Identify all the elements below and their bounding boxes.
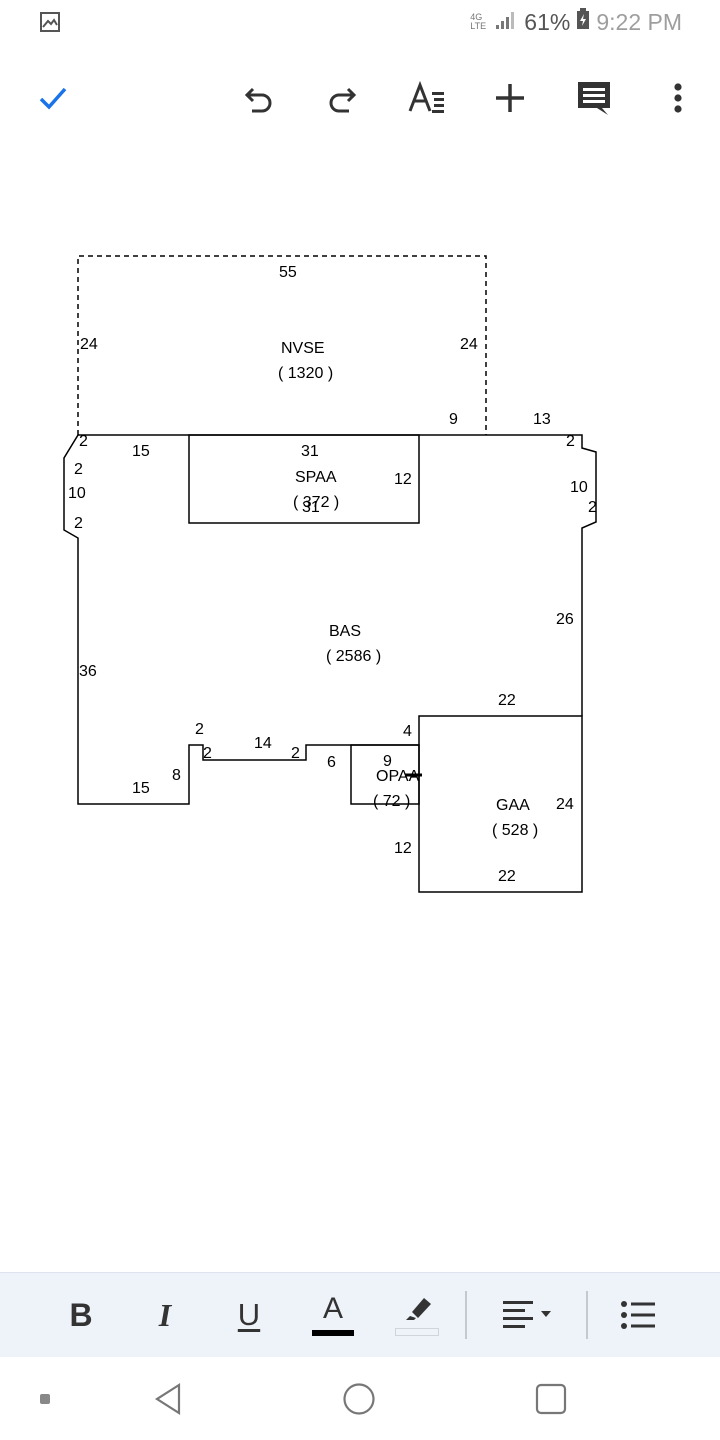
text-color-button[interactable]: A bbox=[305, 1287, 361, 1343]
dimension-label: 2 bbox=[195, 721, 204, 738]
dimension-label: 6 bbox=[327, 754, 336, 771]
bulleted-list-button[interactable] bbox=[610, 1287, 666, 1343]
more-vert-icon bbox=[674, 83, 682, 113]
network-label: 4G LTE bbox=[470, 12, 487, 31]
dimension-label: 26 bbox=[556, 611, 574, 628]
back-button[interactable] bbox=[146, 1377, 190, 1421]
overview-button[interactable] bbox=[529, 1377, 573, 1421]
recents-dot-button[interactable] bbox=[23, 1377, 67, 1421]
home-icon bbox=[343, 1383, 375, 1415]
checkmark-icon bbox=[39, 87, 67, 110]
dimension-label: 13 bbox=[533, 411, 551, 428]
alignment-button[interactable] bbox=[496, 1287, 562, 1343]
status-right: 4G LTE 61% 9:22 PM bbox=[470, 6, 682, 38]
comment-icon bbox=[578, 82, 610, 115]
area-code-bas: BAS bbox=[329, 623, 361, 640]
dimension-label: 12 bbox=[394, 840, 412, 857]
dimension-label: 8 bbox=[172, 767, 181, 784]
bold-label: B bbox=[69, 1296, 93, 1333]
signal-icon bbox=[494, 9, 518, 36]
highlight-swatch bbox=[395, 1328, 439, 1336]
dimension-label: 2 bbox=[588, 499, 597, 516]
system-nav-bar bbox=[0, 1357, 720, 1440]
image-icon bbox=[38, 10, 62, 34]
dimension-label: 2 bbox=[566, 433, 575, 450]
dimension-label: 2 bbox=[203, 745, 212, 762]
text-format-button[interactable] bbox=[403, 74, 451, 122]
dimension-label: 2 bbox=[74, 515, 83, 532]
italic-button[interactable]: I bbox=[137, 1287, 193, 1343]
redo-button[interactable] bbox=[318, 74, 366, 122]
dimension-label: 22 bbox=[498, 868, 516, 885]
insert-button[interactable] bbox=[486, 74, 534, 122]
dimension-label: 10 bbox=[570, 479, 588, 496]
home-button[interactable] bbox=[337, 1377, 381, 1421]
recents-dot-icon bbox=[40, 1394, 50, 1404]
dimension-label: 10 bbox=[68, 485, 86, 502]
dimension-label: 9 bbox=[383, 753, 392, 770]
dimension-label: 22 bbox=[498, 692, 516, 709]
nvse-outline bbox=[77, 255, 487, 435]
bas-outline bbox=[78, 434, 597, 716]
back-icon bbox=[154, 1382, 181, 1416]
align-icon bbox=[503, 1301, 551, 1328]
area-value-nvse: ( 1320 ) bbox=[278, 365, 333, 382]
dimension-label: 31 bbox=[301, 443, 319, 460]
dimension-label: 36 bbox=[79, 663, 97, 680]
building-sketch-image[interactable]: NVSE ( 1320 ) SPAA ( 372 ) BAS ( 2586 ) … bbox=[0, 150, 720, 1270]
battery-percent: 61% bbox=[524, 8, 571, 35]
underline-button[interactable]: U bbox=[221, 1287, 277, 1343]
text-color-label: A bbox=[322, 1292, 343, 1325]
dimension-label: 24 bbox=[556, 796, 574, 813]
italic-label: I bbox=[158, 1296, 172, 1333]
dimension-label: 14 bbox=[254, 735, 272, 752]
dimension-label: 24 bbox=[80, 336, 98, 353]
bas-outline-left bbox=[63, 434, 419, 805]
status-bar: 4G LTE 61% 9:22 PM bbox=[0, 0, 720, 44]
area-value-bas: ( 2586 ) bbox=[326, 648, 381, 665]
highlight-icon bbox=[406, 1298, 431, 1320]
redo-icon bbox=[329, 87, 357, 113]
area-code-gaa: GAA bbox=[496, 797, 530, 814]
clock: 9:22 PM bbox=[596, 8, 682, 35]
dimension-label: 4 bbox=[403, 723, 412, 740]
overview-icon bbox=[535, 1383, 567, 1415]
dimension-label: 2 bbox=[74, 461, 83, 478]
undo-icon bbox=[244, 87, 272, 113]
more-options-button[interactable] bbox=[654, 74, 702, 122]
bold-button[interactable]: B bbox=[53, 1287, 109, 1343]
dimension-label: 15 bbox=[132, 443, 150, 460]
done-button[interactable] bbox=[29, 74, 77, 122]
text-color-swatch bbox=[312, 1330, 354, 1336]
dimension-label: 55 bbox=[279, 264, 297, 281]
area-value-opaa: ( 72 ) bbox=[373, 793, 410, 810]
dimension-label: 2 bbox=[79, 433, 88, 450]
area-value-spaa: ( 372 ) bbox=[293, 494, 339, 511]
bulleted-list-icon bbox=[621, 1301, 655, 1329]
dimension-label: 12 bbox=[394, 471, 412, 488]
editor-toolbar bbox=[0, 56, 720, 140]
spaa-outline bbox=[188, 434, 420, 524]
area-value-gaa: ( 528 ) bbox=[492, 822, 538, 839]
dimension-label: 31 bbox=[302, 499, 320, 516]
text-format-icon bbox=[408, 80, 444, 113]
highlight-button[interactable] bbox=[389, 1287, 445, 1343]
toolbar-divider bbox=[586, 1291, 588, 1339]
toolbar-divider bbox=[465, 1291, 467, 1339]
area-code-nvse: NVSE bbox=[281, 340, 325, 357]
add-icon bbox=[496, 84, 524, 112]
dimension-label: 9 bbox=[449, 411, 458, 428]
underline-label: U bbox=[237, 1297, 261, 1332]
area-code-spaa: SPAA bbox=[295, 469, 337, 486]
area-code-opaa: OPAA bbox=[376, 768, 420, 785]
battery-icon bbox=[576, 8, 590, 36]
undo-button[interactable] bbox=[235, 74, 283, 122]
dimension-label: 2 bbox=[291, 745, 300, 762]
document-canvas[interactable]: NVSE ( 1320 ) SPAA ( 372 ) BAS ( 2586 ) … bbox=[0, 150, 720, 1270]
dimension-label: 15 bbox=[132, 780, 150, 797]
format-toolbar: B I U A bbox=[0, 1272, 720, 1358]
comment-button[interactable] bbox=[570, 74, 618, 122]
dimension-label: 24 bbox=[460, 336, 478, 353]
